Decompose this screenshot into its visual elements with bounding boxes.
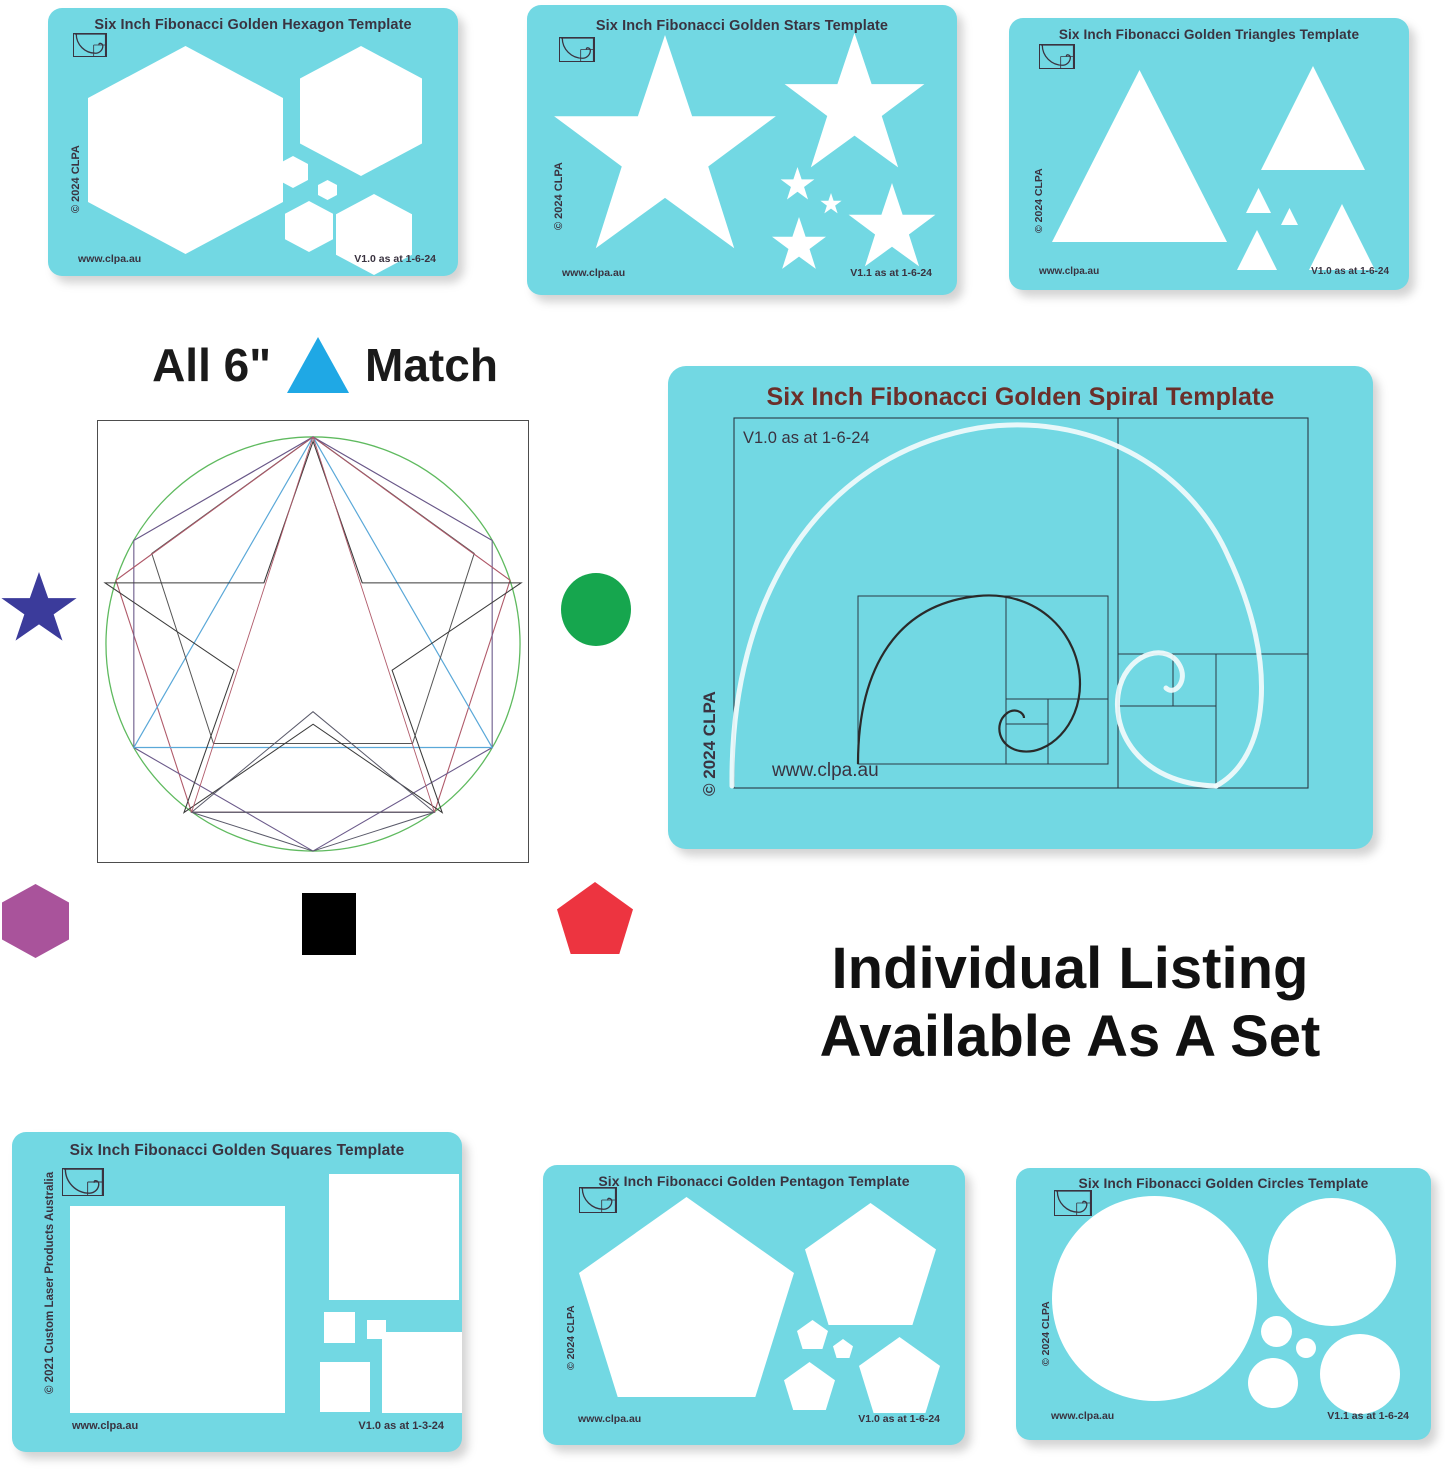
square-cutout-xs bbox=[324, 1312, 355, 1343]
circle-cutout-small bbox=[1320, 1334, 1400, 1414]
hexagon-cutout-xxs bbox=[318, 180, 337, 200]
template-version: V1.0 as at 1-6-24 bbox=[743, 429, 870, 447]
hexagon-cutout-tiny bbox=[285, 201, 333, 252]
promo-line-2: Available As A Set bbox=[819, 1004, 1321, 1070]
template-copyright: © 2024 CLPA bbox=[70, 145, 82, 213]
circle-cutout-tiny bbox=[1248, 1358, 1298, 1408]
golden-spiral-icon bbox=[559, 37, 595, 62]
pentagon-cutout-xxs bbox=[833, 1339, 853, 1358]
square-cutout-medium bbox=[329, 1174, 459, 1300]
square-cutout-small bbox=[382, 1332, 462, 1413]
template-url: www.clpa.au bbox=[1039, 266, 1100, 277]
square-marker bbox=[302, 893, 356, 955]
template-url: www.clpa.au bbox=[578, 1413, 642, 1425]
hexagon-cutout-medium bbox=[300, 46, 422, 176]
template-url: www.clpa.au bbox=[772, 760, 879, 781]
square-cutout-large bbox=[70, 1206, 285, 1413]
pentagon-cutout-medium bbox=[805, 1203, 936, 1325]
template-card-hexagon[interactable]: Six Inch Fibonacci Golden Hexagon Templa… bbox=[48, 8, 458, 276]
template-version: V1.0 as at 1-6-24 bbox=[354, 253, 436, 265]
template-card-triangles[interactable]: Six Inch Fibonacci Golden Triangles Temp… bbox=[1009, 18, 1409, 290]
circle-marker bbox=[561, 573, 631, 646]
triangle-icon bbox=[287, 337, 350, 393]
template-card-spiral[interactable]: Six Inch Fibonacci Golden Spiral Templat… bbox=[668, 366, 1373, 849]
golden-spiral-icon bbox=[1054, 1190, 1092, 1216]
square-cutout-tiny bbox=[320, 1362, 370, 1412]
template-copyright: © 2024 CLPA bbox=[1040, 1301, 1052, 1366]
headline-prefix: All 6" bbox=[152, 339, 272, 391]
template-version: V1.1 as at 1-6-24 bbox=[850, 267, 932, 279]
star-marker bbox=[1, 572, 77, 641]
circle-cutout-medium bbox=[1268, 1198, 1396, 1326]
star-cutout-small bbox=[848, 183, 936, 267]
star-cutout-medium bbox=[784, 33, 925, 168]
triangle-cutout-xs bbox=[1246, 188, 1271, 213]
circle-cutout-xxs bbox=[1296, 1338, 1316, 1358]
template-copyright: © 2024 CLPA bbox=[565, 1305, 577, 1370]
template-card-stars[interactable]: Six Inch Fibonacci Golden Stars Template… bbox=[527, 5, 957, 295]
template-url: www.clpa.au bbox=[72, 1420, 139, 1432]
golden-spiral-icon bbox=[1039, 44, 1075, 69]
circle-cutout-large bbox=[1052, 1196, 1257, 1401]
template-copyright: © 2024 CLPA bbox=[1033, 168, 1045, 233]
overlapping-shapes-diagram bbox=[97, 420, 529, 863]
template-title: Six Inch Fibonacci Golden Squares Templa… bbox=[69, 1142, 405, 1159]
star-cutout-large bbox=[554, 35, 776, 249]
headline-all-six-match: All 6" Match bbox=[120, 336, 530, 394]
template-title: Six Inch Fibonacci Golden Stars Template bbox=[595, 18, 889, 34]
template-title: Six Inch Fibonacci Golden Spiral Templat… bbox=[766, 383, 1275, 411]
star-cutout-xs bbox=[780, 167, 815, 200]
template-version: V1.1 as at 1-6-24 bbox=[1327, 1410, 1409, 1422]
template-url: www.clpa.au bbox=[1051, 1410, 1115, 1422]
template-version: V1.0 as at 1-6-24 bbox=[858, 1413, 940, 1425]
golden-spiral-icon bbox=[579, 1187, 617, 1213]
promo-line-1: Individual Listing bbox=[831, 936, 1309, 1001]
pentagon-marker bbox=[557, 882, 633, 954]
template-version: V1.0 as at 1-6-24 bbox=[1311, 266, 1389, 277]
circle-cutout-xs bbox=[1261, 1316, 1292, 1347]
template-url: www.clpa.au bbox=[78, 253, 142, 265]
triangle-cutout-tiny bbox=[1237, 230, 1277, 270]
hexagon-marker bbox=[2, 884, 69, 958]
star-cutout-xxs bbox=[820, 193, 842, 214]
template-title: Six Inch Fibonacci Golden Circles Templa… bbox=[1078, 1176, 1369, 1191]
pentagon-cutout-xs bbox=[797, 1320, 828, 1349]
template-title: Six Inch Fibonacci Golden Triangles Temp… bbox=[1058, 27, 1360, 42]
triangle-cutout-small bbox=[1309, 204, 1375, 270]
golden-spiral-diagram bbox=[729, 417, 1309, 789]
template-version: V1.0 as at 1-3-24 bbox=[358, 1420, 444, 1432]
hexagon-cutout-large bbox=[88, 46, 283, 254]
golden-spiral-icon bbox=[73, 33, 107, 57]
template-copyright: © 2021 Custom Laser Products Australia bbox=[44, 1171, 56, 1394]
template-url: www.clpa.au bbox=[562, 267, 626, 279]
star-cutout-tiny bbox=[772, 217, 826, 269]
promo-text: Individual Listing Available As A Set bbox=[740, 935, 1400, 1072]
headline-suffix: Match bbox=[365, 339, 498, 391]
pentagon-cutout-small bbox=[859, 1337, 940, 1413]
template-card-circles[interactable]: Six Inch Fibonacci Golden Circles Templa… bbox=[1016, 1168, 1431, 1440]
template-card-pentagon[interactable]: Six Inch Fibonacci Golden Pentagon Templ… bbox=[543, 1165, 965, 1445]
template-title: Six Inch Fibonacci Golden Pentagon Templ… bbox=[598, 1173, 910, 1189]
template-card-squares[interactable]: Six Inch Fibonacci Golden Squares Templa… bbox=[12, 1132, 462, 1452]
triangle-cutout-medium bbox=[1261, 66, 1365, 170]
pentagon-cutout-large bbox=[579, 1197, 794, 1397]
triangle-cutout-large bbox=[1052, 70, 1227, 242]
triangle-cutout-xxs bbox=[1281, 208, 1298, 225]
pentagon-cutout-tiny bbox=[784, 1362, 835, 1410]
template-title: Six Inch Fibonacci Golden Hexagon Templa… bbox=[94, 17, 412, 33]
golden-spiral-icon bbox=[62, 1168, 104, 1196]
square-cutout-xxs bbox=[367, 1320, 386, 1339]
template-copyright: © 2024 CLPA bbox=[553, 162, 565, 230]
